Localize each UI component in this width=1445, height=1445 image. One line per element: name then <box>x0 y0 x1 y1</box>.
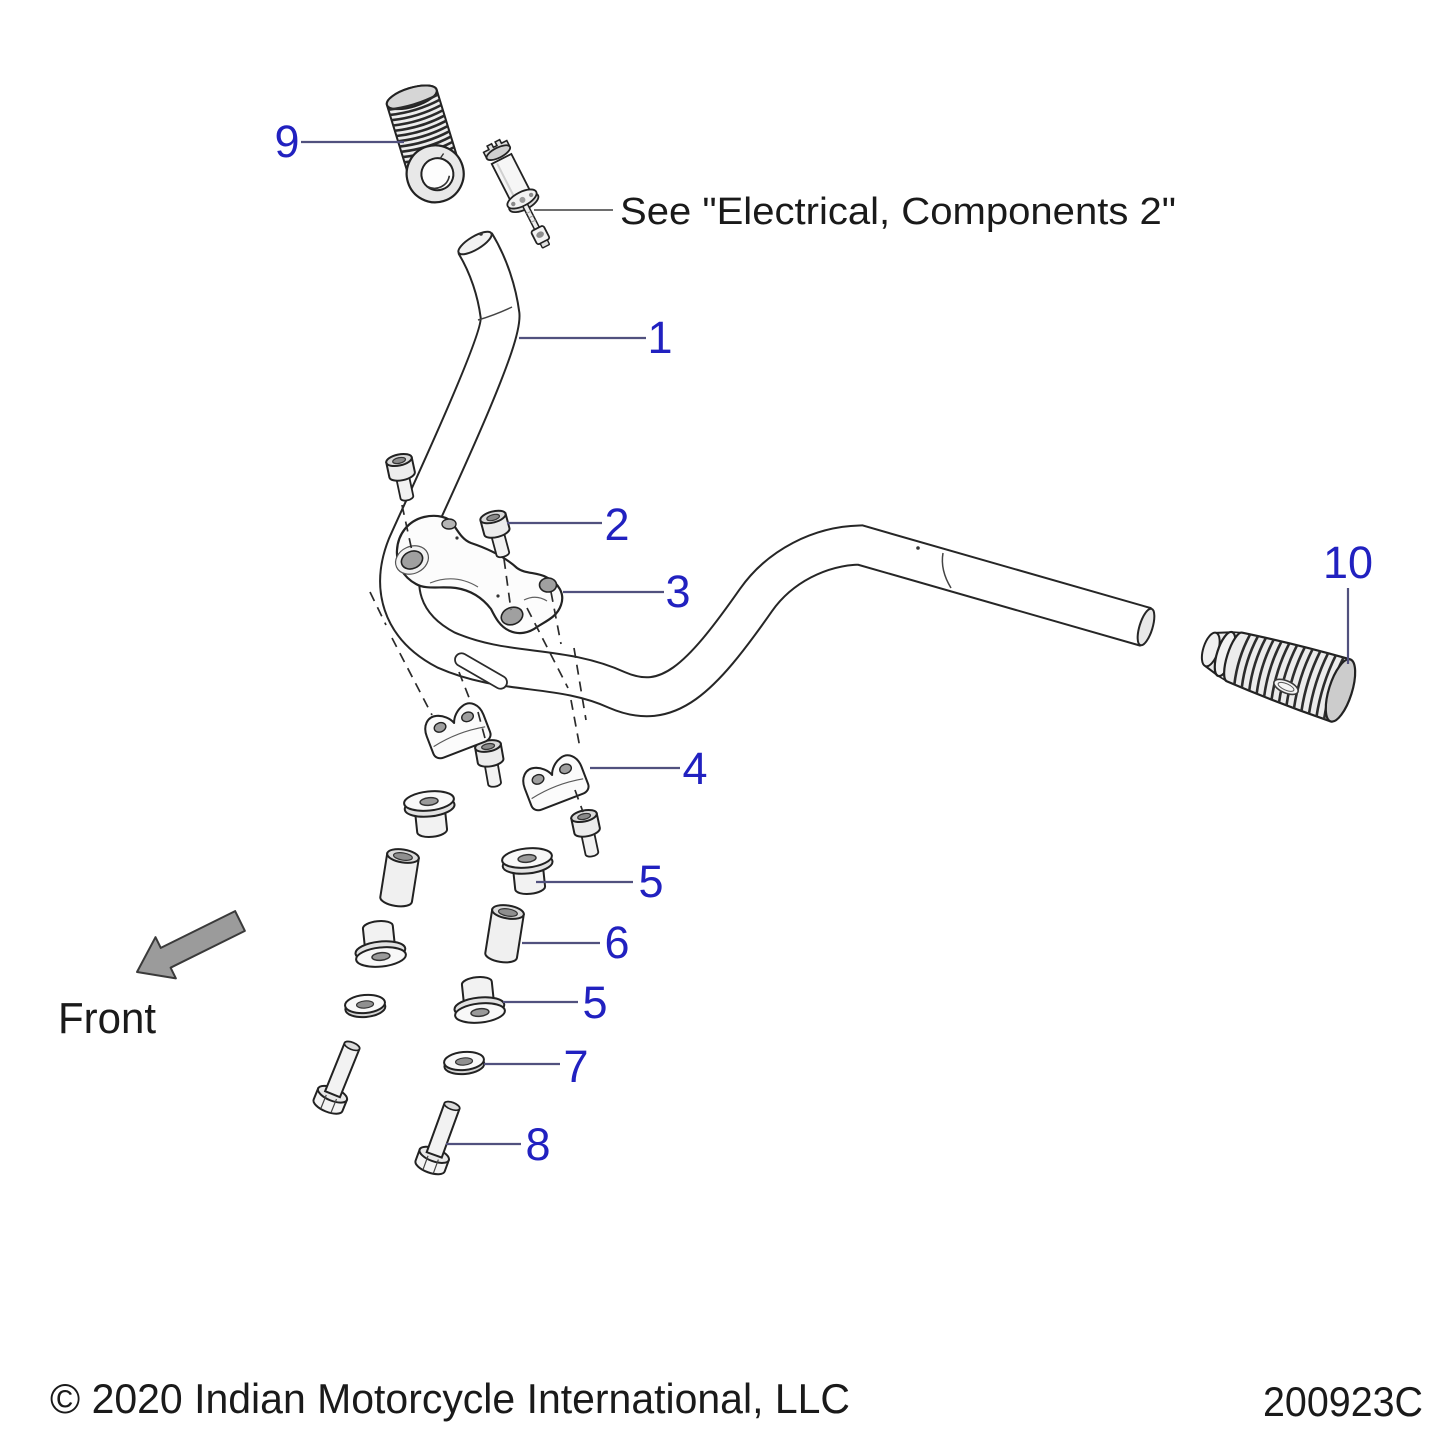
grip-logo-detail <box>1273 678 1299 696</box>
spacer-part <box>483 902 526 966</box>
front-direction-arrow <box>136 910 246 980</box>
bar-bend-crease <box>477 306 513 321</box>
callout-label-5a: 5 <box>638 856 663 907</box>
bar-wiring-slot <box>454 652 508 690</box>
callout-label-6: 6 <box>604 917 629 968</box>
hex-bolt-part <box>412 1096 469 1179</box>
spacer-part <box>378 846 421 910</box>
callout-label-4: 4 <box>682 743 707 794</box>
washer-part <box>442 1049 487 1077</box>
front-label: Front <box>58 994 156 1043</box>
handlebar-grip-part <box>1200 630 1357 723</box>
bushing-part <box>450 973 507 1027</box>
callout-label-1: 1 <box>647 312 672 363</box>
clamp-screw-part <box>473 737 509 790</box>
electrical-note: See "Electrical, Components 2" <box>620 191 1176 233</box>
bar-end-notch <box>479 232 483 236</box>
diagram-code: 200923C <box>1263 1378 1423 1425</box>
callout-label-10: 10 <box>1323 537 1373 588</box>
handlebar-part <box>379 230 1156 718</box>
throttle-grip-part <box>385 84 465 204</box>
copyright-text: © 2020 Indian Motorcycle International, … <box>50 1375 850 1422</box>
callout-labels: 9 1 2 3 4 5 6 5 7 8 10 <box>274 116 1373 1170</box>
callout-label-2: 2 <box>604 499 629 550</box>
callout-leaders <box>301 140 1350 1146</box>
bushing-part <box>402 787 459 841</box>
callout-label-8: 8 <box>525 1119 550 1170</box>
throttle-sensor-part <box>482 138 551 249</box>
callout-label-9: 9 <box>274 116 299 167</box>
hex-bolt-part <box>310 1035 369 1119</box>
washer-part <box>343 992 388 1020</box>
bushing-part <box>351 917 408 971</box>
callout-label-7: 7 <box>563 1041 588 1092</box>
grip-limit-mark <box>941 552 952 589</box>
bushing-part <box>500 844 557 898</box>
clamp-screw-part <box>569 806 607 861</box>
callout-label-5b: 5 <box>582 977 607 1028</box>
alignment-dashed-lines <box>369 504 587 813</box>
top-clamp-part <box>394 514 564 635</box>
callout-label-3: 3 <box>665 566 690 617</box>
lower-clamp-part <box>517 750 592 814</box>
